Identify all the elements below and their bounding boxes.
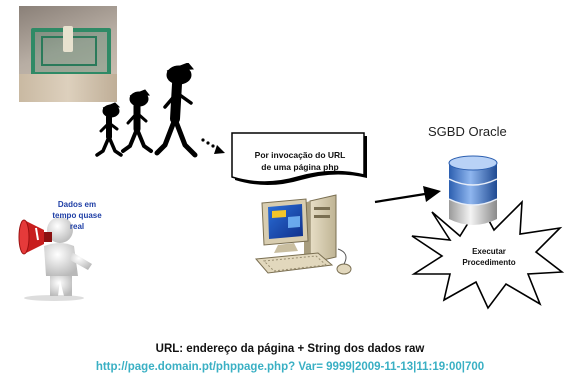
floor-tiles xyxy=(19,74,117,102)
source-line-3: real xyxy=(69,222,85,231)
sensor-rig-photo xyxy=(19,6,117,102)
megaphone-person-icon xyxy=(18,217,92,301)
source-label: Dados em tempo quase real xyxy=(47,199,107,232)
sensor-device xyxy=(63,26,73,52)
note-document xyxy=(231,132,367,185)
explosion-star-icon xyxy=(411,200,565,310)
dotted-arrow-icon xyxy=(201,138,225,154)
procedure-line-1: Executar xyxy=(472,247,506,256)
arrow-icon xyxy=(374,186,441,204)
source-line-1: Dados em xyxy=(57,200,97,209)
procedure-label: Executar Procedimento xyxy=(448,246,530,268)
note-line-1: Por invocação do URL xyxy=(254,150,346,160)
sgbd-title: SGBD Oracle xyxy=(428,124,507,139)
source-line-2: tempo quase xyxy=(52,211,102,220)
database-icon xyxy=(448,155,498,225)
stick-figures-icon xyxy=(95,63,198,158)
note-text: Por invocação do URL de uma página php xyxy=(238,149,362,173)
computer-icon xyxy=(254,194,352,275)
url-title: URL: endereço da página + String dos dad… xyxy=(155,343,425,355)
url-example: http://page.domain.pt/phppage.php? Var= … xyxy=(95,361,485,373)
note-line-2: de uma página php xyxy=(261,162,339,172)
procedure-line-2: Procedimento xyxy=(462,258,516,267)
